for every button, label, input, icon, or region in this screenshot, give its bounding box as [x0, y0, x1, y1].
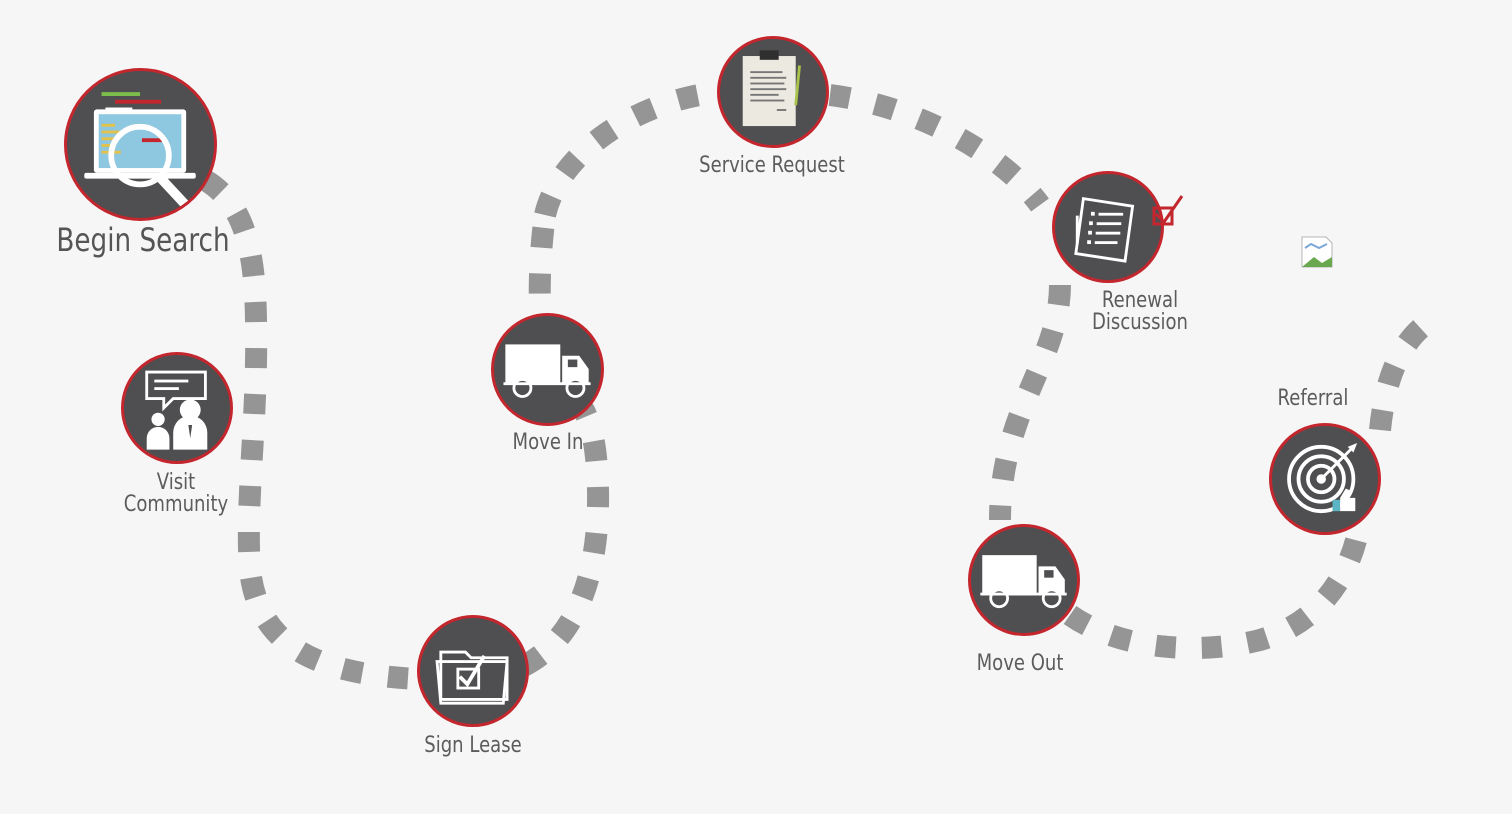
moving-truck-icon — [503, 344, 591, 398]
referral-label: Referral — [1277, 386, 1349, 411]
begin-search-label: Begin Search — [56, 221, 230, 259]
red-checkmark-icon — [1152, 195, 1184, 226]
visit-community-label: Visit Community — [123, 470, 229, 517]
checklist-icon — [1074, 196, 1135, 263]
target-thumbs-up-icon — [1287, 443, 1358, 514]
renewal-discussion-label: Renewal Discussion — [1092, 288, 1188, 335]
path-segment-right-loop — [1063, 305, 1446, 659]
service-request-label: Service Request — [699, 153, 845, 178]
begin-search-node — [64, 68, 217, 221]
move-in-node — [491, 313, 604, 426]
people-chat-icon — [145, 370, 208, 450]
sign-lease-node — [417, 615, 529, 727]
path-segment-right-descent — [989, 284, 1071, 521]
move-in-label: Move In — [512, 430, 584, 455]
folder-check-icon — [435, 650, 509, 705]
visit-community-node — [121, 352, 233, 464]
broken-image-icon — [1301, 236, 1333, 268]
referral-node — [1269, 423, 1381, 535]
path-segment-top-arc — [534, 81, 1049, 218]
move-out-label: Move Out — [976, 651, 1064, 676]
renewal-discussion-node — [1052, 171, 1164, 283]
laptop-magnifier-icon — [84, 92, 196, 211]
moving-truck-icon — [980, 555, 1067, 609]
service-request-node — [717, 36, 829, 148]
sign-lease-label: Sign Lease — [424, 733, 522, 758]
move-out-node — [968, 524, 1080, 636]
clipboard-icon — [742, 50, 801, 127]
